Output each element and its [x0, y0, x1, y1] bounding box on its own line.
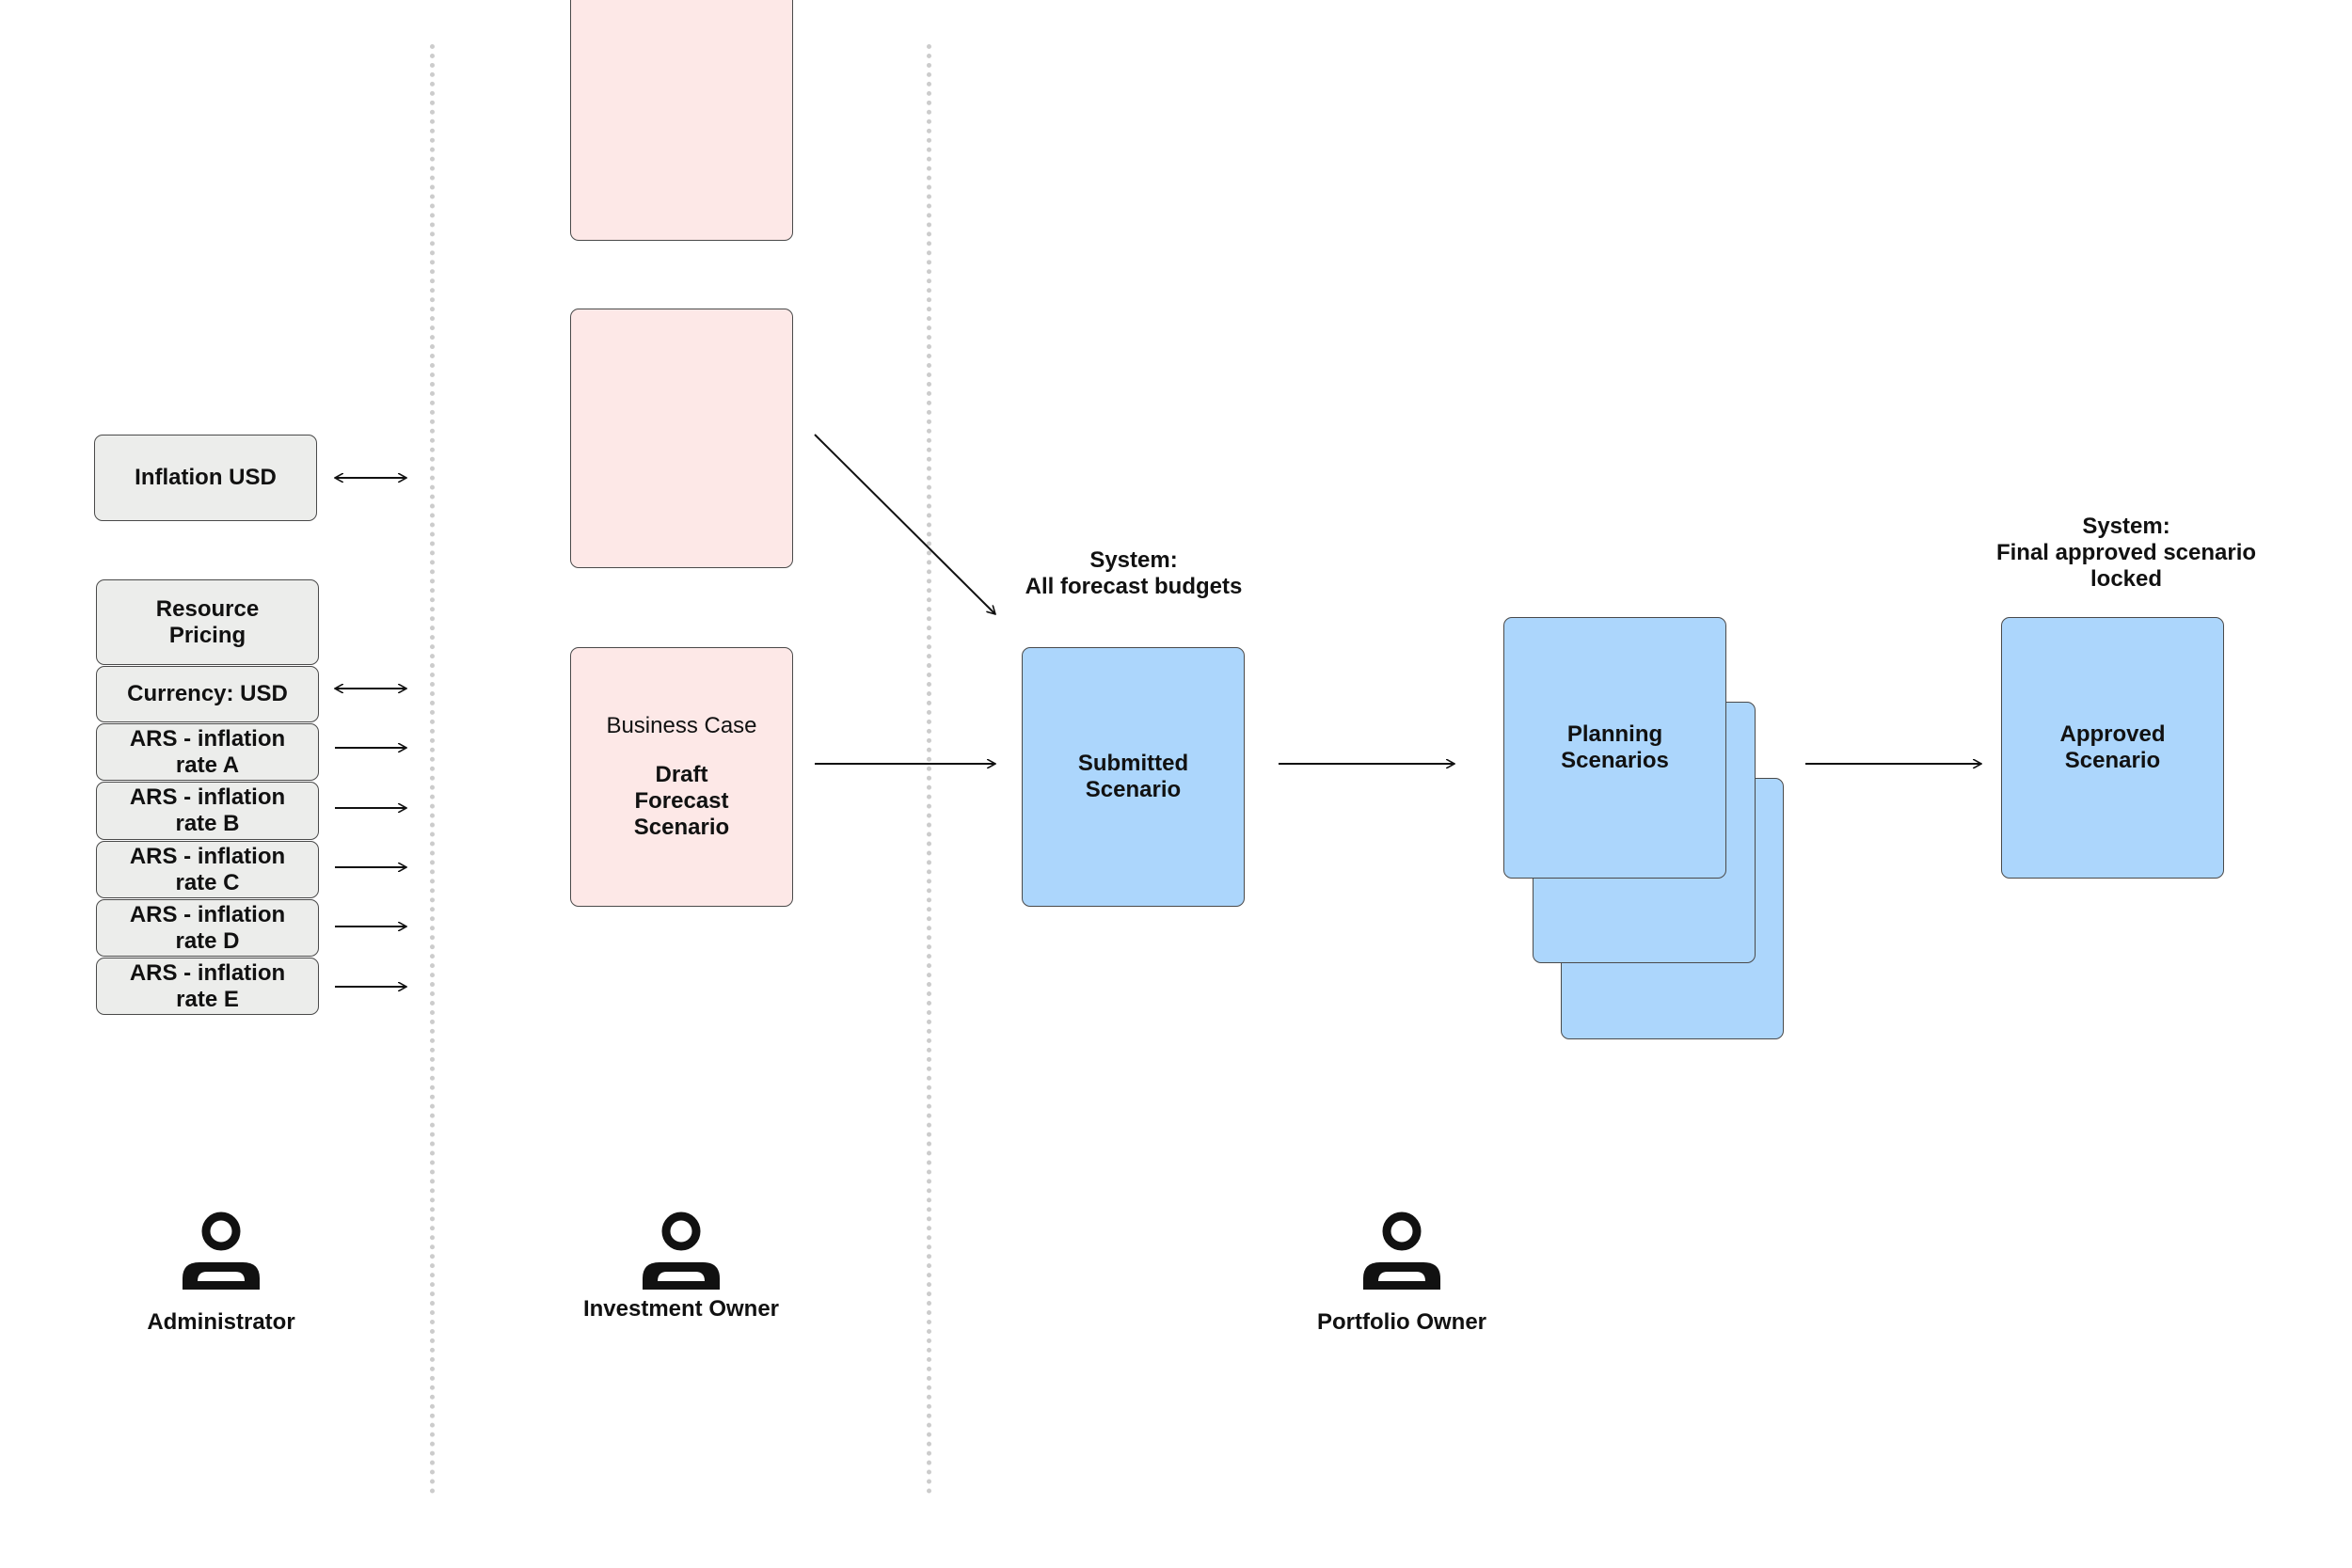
- inflation-rate-a-box[interactable]: ARS - inflation rate A: [96, 723, 319, 781]
- portfolio-owner-person-icon: [1363, 1212, 1440, 1290]
- draft-forecast-scenario-label: Draft Forecast Scenario: [633, 762, 730, 840]
- portfolio-owner-label: Portfolio Owner: [1317, 1309, 1486, 1335]
- resource-pricing-label: Resource Pricing: [155, 595, 260, 648]
- system-final-caption-line1: System:: [2082, 514, 2170, 539]
- lane-divider-1: [430, 44, 435, 1495]
- draft-forecast-scenario-box[interactable]: Business Case Draft Forecast Scenario: [570, 647, 793, 907]
- currency-box[interactable]: Currency: USD: [96, 666, 319, 722]
- system-forecast-caption-line2: All forecast budgets: [1025, 574, 1243, 599]
- inflation-rate-c-box[interactable]: ARS - inflation rate C: [96, 841, 319, 898]
- planning-scenarios-box[interactable]: Planning Scenarios: [1503, 617, 1726, 879]
- business-case-label: Business Case: [606, 713, 757, 738]
- inflation-rate-e-label: ARS - inflation rate E: [129, 959, 286, 1012]
- investment-owner-person-icon: [643, 1212, 720, 1290]
- resource-pricing-box[interactable]: Resource Pricing: [96, 579, 319, 665]
- inflation-rate-b-label: ARS - inflation rate B: [129, 784, 286, 836]
- administrator-label: Administrator: [147, 1309, 295, 1335]
- inflation-usd-label: Inflation USD: [135, 465, 277, 490]
- inflation-rate-a-label: ARS - inflation rate A: [129, 725, 286, 778]
- lane-divider-2: [927, 44, 931, 1495]
- inflation-rate-d-box[interactable]: ARS - inflation rate D: [96, 899, 319, 957]
- inflation-rate-b-box[interactable]: ARS - inflation rate B: [96, 782, 319, 840]
- approved-scenario-label: Approved Scenario: [2059, 721, 2166, 773]
- investment-owner-label: Investment Owner: [582, 1296, 780, 1322]
- submitted-scenario-label: Submitted Scenario: [1077, 751, 1189, 802]
- system-forecast-caption-line1: System:: [1089, 547, 1178, 573]
- inflation-usd-box[interactable]: Inflation USD: [94, 435, 317, 521]
- investment-box-top[interactable]: [570, 0, 793, 241]
- administrator-person-icon: [183, 1212, 260, 1290]
- middle-to-submitted-arrow: [814, 434, 995, 614]
- inflation-rate-e-box[interactable]: ARS - inflation rate E: [96, 958, 319, 1015]
- inflation-rate-d-label: ARS - inflation rate D: [129, 901, 286, 954]
- system-final-caption-line2: Final approved scenario locked: [1995, 540, 2257, 592]
- investment-box-middle[interactable]: [570, 309, 793, 568]
- currency-label: Currency: USD: [127, 681, 288, 706]
- system-forecast-caption: System: All forecast budgets: [997, 547, 1270, 600]
- approved-scenario-box[interactable]: Approved Scenario: [2001, 617, 2224, 879]
- submitted-scenario-box[interactable]: Submitted Scenario: [1022, 647, 1245, 907]
- system-final-caption: System: Final approved scenario locked: [1985, 514, 2267, 593]
- inflation-rate-c-label: ARS - inflation rate C: [129, 843, 286, 895]
- planning-scenarios-label: Planning Scenarios: [1561, 721, 1669, 773]
